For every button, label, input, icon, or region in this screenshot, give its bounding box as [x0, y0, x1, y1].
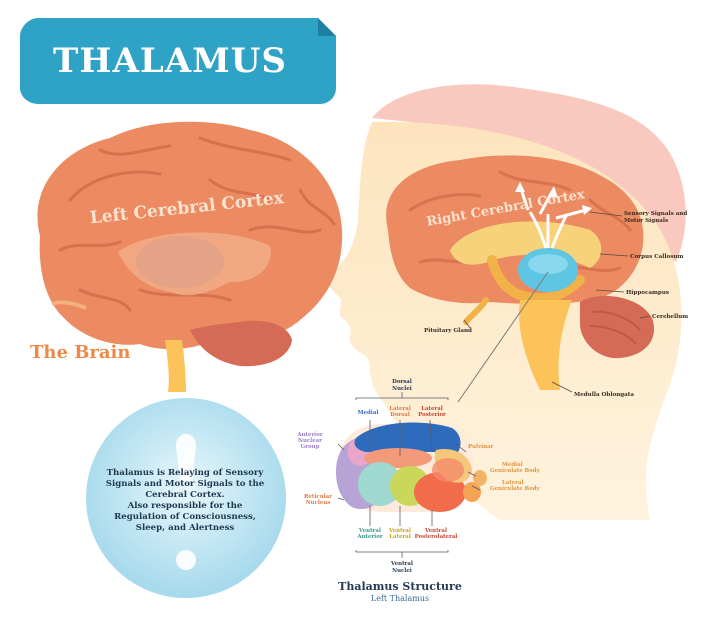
left-brain: [37, 121, 343, 392]
right-brain: [386, 155, 655, 390]
structure-subtitle: Left Thalamus: [370, 594, 430, 603]
ventral-anterior-line2: Anterior: [356, 534, 383, 540]
info-line: Also responsible for the: [127, 501, 243, 511]
brain-caption: The Brain: [30, 342, 131, 363]
lateral-posterior-line2: Posterior: [418, 412, 446, 418]
medial-geniculate-line1: Medial: [502, 462, 523, 468]
title-banner-shape: [20, 18, 336, 104]
structure-title: Thalamus Structure: [338, 580, 462, 593]
ventral-posterolateral-line2: Posterolateral: [415, 534, 458, 540]
page-title: THALAMUS: [53, 41, 287, 81]
info-circle: [86, 398, 286, 598]
anterior-line1: Anterior: [296, 432, 323, 438]
sensory-label-line1: Sensory Signals and: [624, 211, 687, 217]
ventral-lateral-line1: Ventral: [388, 528, 411, 534]
dorsal-nuclei-line1: Dorsal: [392, 379, 412, 385]
anterior-line2: Nuclear: [298, 438, 322, 444]
thalamus-structure: [336, 422, 487, 513]
ventral-nuclei-line2: Nuclei: [392, 568, 412, 574]
dorsal-nuclei-line2: Nuclei: [392, 386, 412, 392]
corpus-callosum-label: Corpus Callosum: [630, 254, 683, 260]
structure-labels-right: Pulvinar Medial Geniculate Body Lateral …: [468, 444, 540, 492]
sensory-label-line2: Motor Signals: [624, 218, 668, 224]
medial-geniculate-line2: Geniculate Body: [490, 468, 540, 474]
reticular-line2: Nucleus: [306, 500, 331, 506]
cerebellum-label: Cerebellum: [652, 314, 688, 320]
head-leader-lines: [457, 211, 651, 403]
anterior-line3: Group: [301, 444, 320, 450]
info-line: Signals and Motor Signals to the: [105, 479, 265, 489]
head-hair: [372, 84, 686, 262]
title-banner-fold: [318, 18, 336, 36]
ventral-anterior-line1: Ventral: [358, 528, 381, 534]
medial-label: Medial: [358, 410, 379, 416]
info-line: Cerebral Cortex.: [145, 490, 225, 500]
hippocampus-label: Hippocampus: [626, 290, 669, 296]
lateral-dorsal-line1: Lateral: [389, 406, 411, 412]
pulvinar-label: Pulvinar: [468, 444, 494, 450]
lateral-geniculate-line1: Lateral: [502, 480, 524, 486]
lateral-geniculate-line2: Geniculate Body: [490, 486, 540, 492]
pituitary-label: Pituitary Gland: [424, 328, 472, 334]
ventral-posterolateral-line1: Ventral: [424, 528, 447, 534]
head-labels: Sensory Signals and Motor Signals Corpus…: [424, 211, 688, 398]
lateral-posterior-line1: Lateral: [421, 406, 443, 412]
info-line: Regulation of Consciousness,: [114, 512, 256, 522]
info-line: Thalamus is Relaying of Sensory: [106, 468, 264, 478]
ventral-nuclei-line1: Ventral: [390, 561, 413, 567]
structure-labels: Dorsal Nuclei Medial Lateral Dorsal Late…: [296, 379, 457, 574]
info-line: Sleep, and Alertness: [135, 523, 235, 533]
medulla-label: Medulla Oblongata: [574, 392, 634, 398]
reticular-line1: Reticular: [304, 494, 332, 500]
ventral-lateral-line2: Lateral: [389, 534, 411, 540]
structure-leader-lines: [337, 392, 481, 558]
lateral-dorsal-line2: Dorsal: [390, 412, 410, 418]
info-text: Thalamus is Relaying of Sensory Signals …: [92, 468, 278, 534]
